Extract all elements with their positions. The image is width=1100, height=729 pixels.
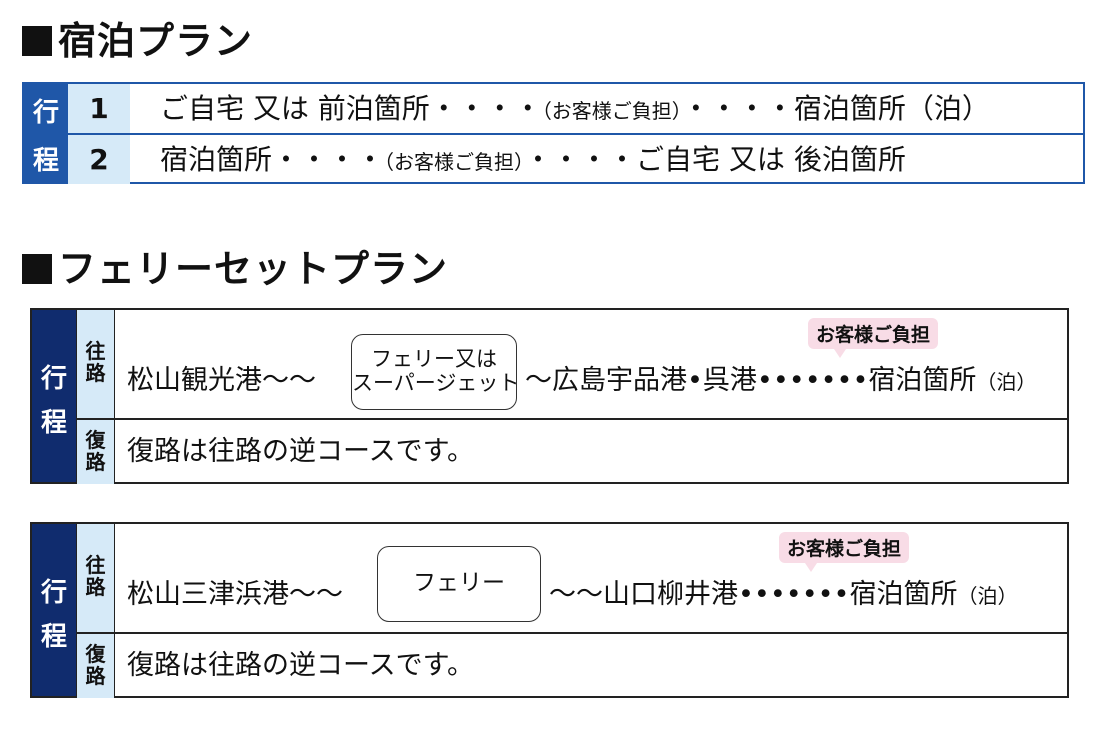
- row-number: 1: [68, 84, 130, 133]
- side-label-char: 行: [40, 364, 67, 394]
- side-label-char: 程: [40, 622, 67, 652]
- outbound-label: 往 路: [76, 310, 114, 418]
- return-label: 復 路: [76, 634, 114, 698]
- section-title-ferry-plan: フェリーセットプラン: [22, 250, 448, 288]
- itinerary-side-label: 行 程: [32, 524, 76, 696]
- row-text: ・・・・宿泊箇所（泊）: [681, 92, 990, 125]
- return-route: 復路は往路の逆コースです。: [114, 420, 1067, 484]
- label-char: 往: [85, 553, 106, 577]
- ferry-box: フェリー: [377, 546, 541, 622]
- outbound-route: 松山観光港〜〜 フェリー又は スーパージェット 〜広島宇品港•呉港•••••••…: [114, 310, 1067, 418]
- square-bullet-icon: [22, 26, 52, 56]
- label-char: 復: [85, 428, 106, 452]
- route-end: 〜広島宇品港•呉港•••••••宿泊箇所（泊）: [525, 358, 1036, 397]
- box-line: フェリー又は: [371, 347, 497, 371]
- ferry-plan-table: 行 程 往 路 復 路 松山三津浜港〜〜 フェリー 〜〜山口柳井港•••••••…: [30, 522, 1069, 698]
- itinerary-side-label: 行 程: [32, 310, 76, 482]
- row-note: （お客様ご負担）: [541, 99, 682, 123]
- side-label-char: 程: [40, 408, 67, 438]
- row-divider: [76, 632, 1067, 634]
- route-text: 〜広島宇品港•呉港•••••••宿泊箇所: [525, 365, 977, 396]
- route-suffix: （泊）: [957, 584, 1018, 608]
- row-text: ご自宅 又は 前泊箇所・・・・: [160, 92, 542, 125]
- label-char: 路: [85, 450, 106, 474]
- route-start: 松山三津浜港〜〜: [127, 579, 343, 610]
- row-divider: [68, 133, 1083, 135]
- label-char: 路: [85, 664, 106, 688]
- row-text: 宿泊箇所・・・・: [160, 143, 385, 176]
- itinerary-row: 宿泊箇所・・・・（お客様ご負担）・・・・ご自宅 又は 後泊箇所: [130, 135, 1083, 184]
- outbound-label: 往 路: [76, 524, 114, 632]
- side-label-char: 行: [32, 98, 59, 128]
- itinerary-side-label: 行 程: [24, 84, 68, 182]
- box-line: フェリー: [413, 570, 505, 596]
- route-text: 〜〜山口柳井港•••••••宿泊箇所: [549, 579, 958, 610]
- row-note: （お客様ご負担）: [384, 150, 525, 174]
- side-label-char: 程: [32, 146, 59, 176]
- route-suffix: （泊）: [976, 370, 1037, 394]
- customer-pays-badge: お客様ご負担: [808, 318, 939, 358]
- label-char: 復: [85, 642, 106, 666]
- itinerary-row: ご自宅 又は 前泊箇所・・・・（お客様ご負担）・・・・宿泊箇所（泊）: [130, 84, 1083, 133]
- outbound-route: 松山三津浜港〜〜 フェリー 〜〜山口柳井港•••••••宿泊箇所（泊） お客様ご…: [114, 524, 1067, 632]
- return-label: 復 路: [76, 420, 114, 484]
- label-char: 往: [85, 339, 106, 363]
- route-start: 松山観光港〜〜: [127, 365, 316, 396]
- stay-plan-table: 行 程 1 2 ご自宅 又は 前泊箇所・・・・（お客様ご負担）・・・・宿泊箇所（…: [22, 82, 1085, 184]
- side-label-char: 行: [40, 578, 67, 608]
- row-number: 2: [68, 135, 130, 184]
- section-title-text: 宿泊プラン: [58, 19, 254, 63]
- label-char: 路: [85, 575, 106, 599]
- square-bullet-icon: [22, 254, 52, 284]
- ferry-or-jet-box: フェリー又は スーパージェット: [351, 334, 520, 410]
- customer-pays-badge: お客様ご負担: [779, 532, 910, 572]
- row-divider: [76, 418, 1067, 420]
- row-text: ・・・・ご自宅 又は 後泊箇所: [524, 143, 906, 176]
- return-route: 復路は往路の逆コースです。: [114, 634, 1067, 698]
- ferry-plan-table: 行 程 往 路 復 路 松山観光港〜〜 フェリー又は スーパージェット 〜広島宇…: [30, 308, 1069, 484]
- section-title-stay-plan: 宿泊プラン: [22, 22, 253, 60]
- section-title-text: フェリーセットプラン: [58, 247, 449, 291]
- route-end: 〜〜山口柳井港•••••••宿泊箇所（泊）: [549, 572, 1017, 611]
- label-char: 路: [85, 361, 106, 385]
- box-line: スーパージェット: [352, 371, 520, 395]
